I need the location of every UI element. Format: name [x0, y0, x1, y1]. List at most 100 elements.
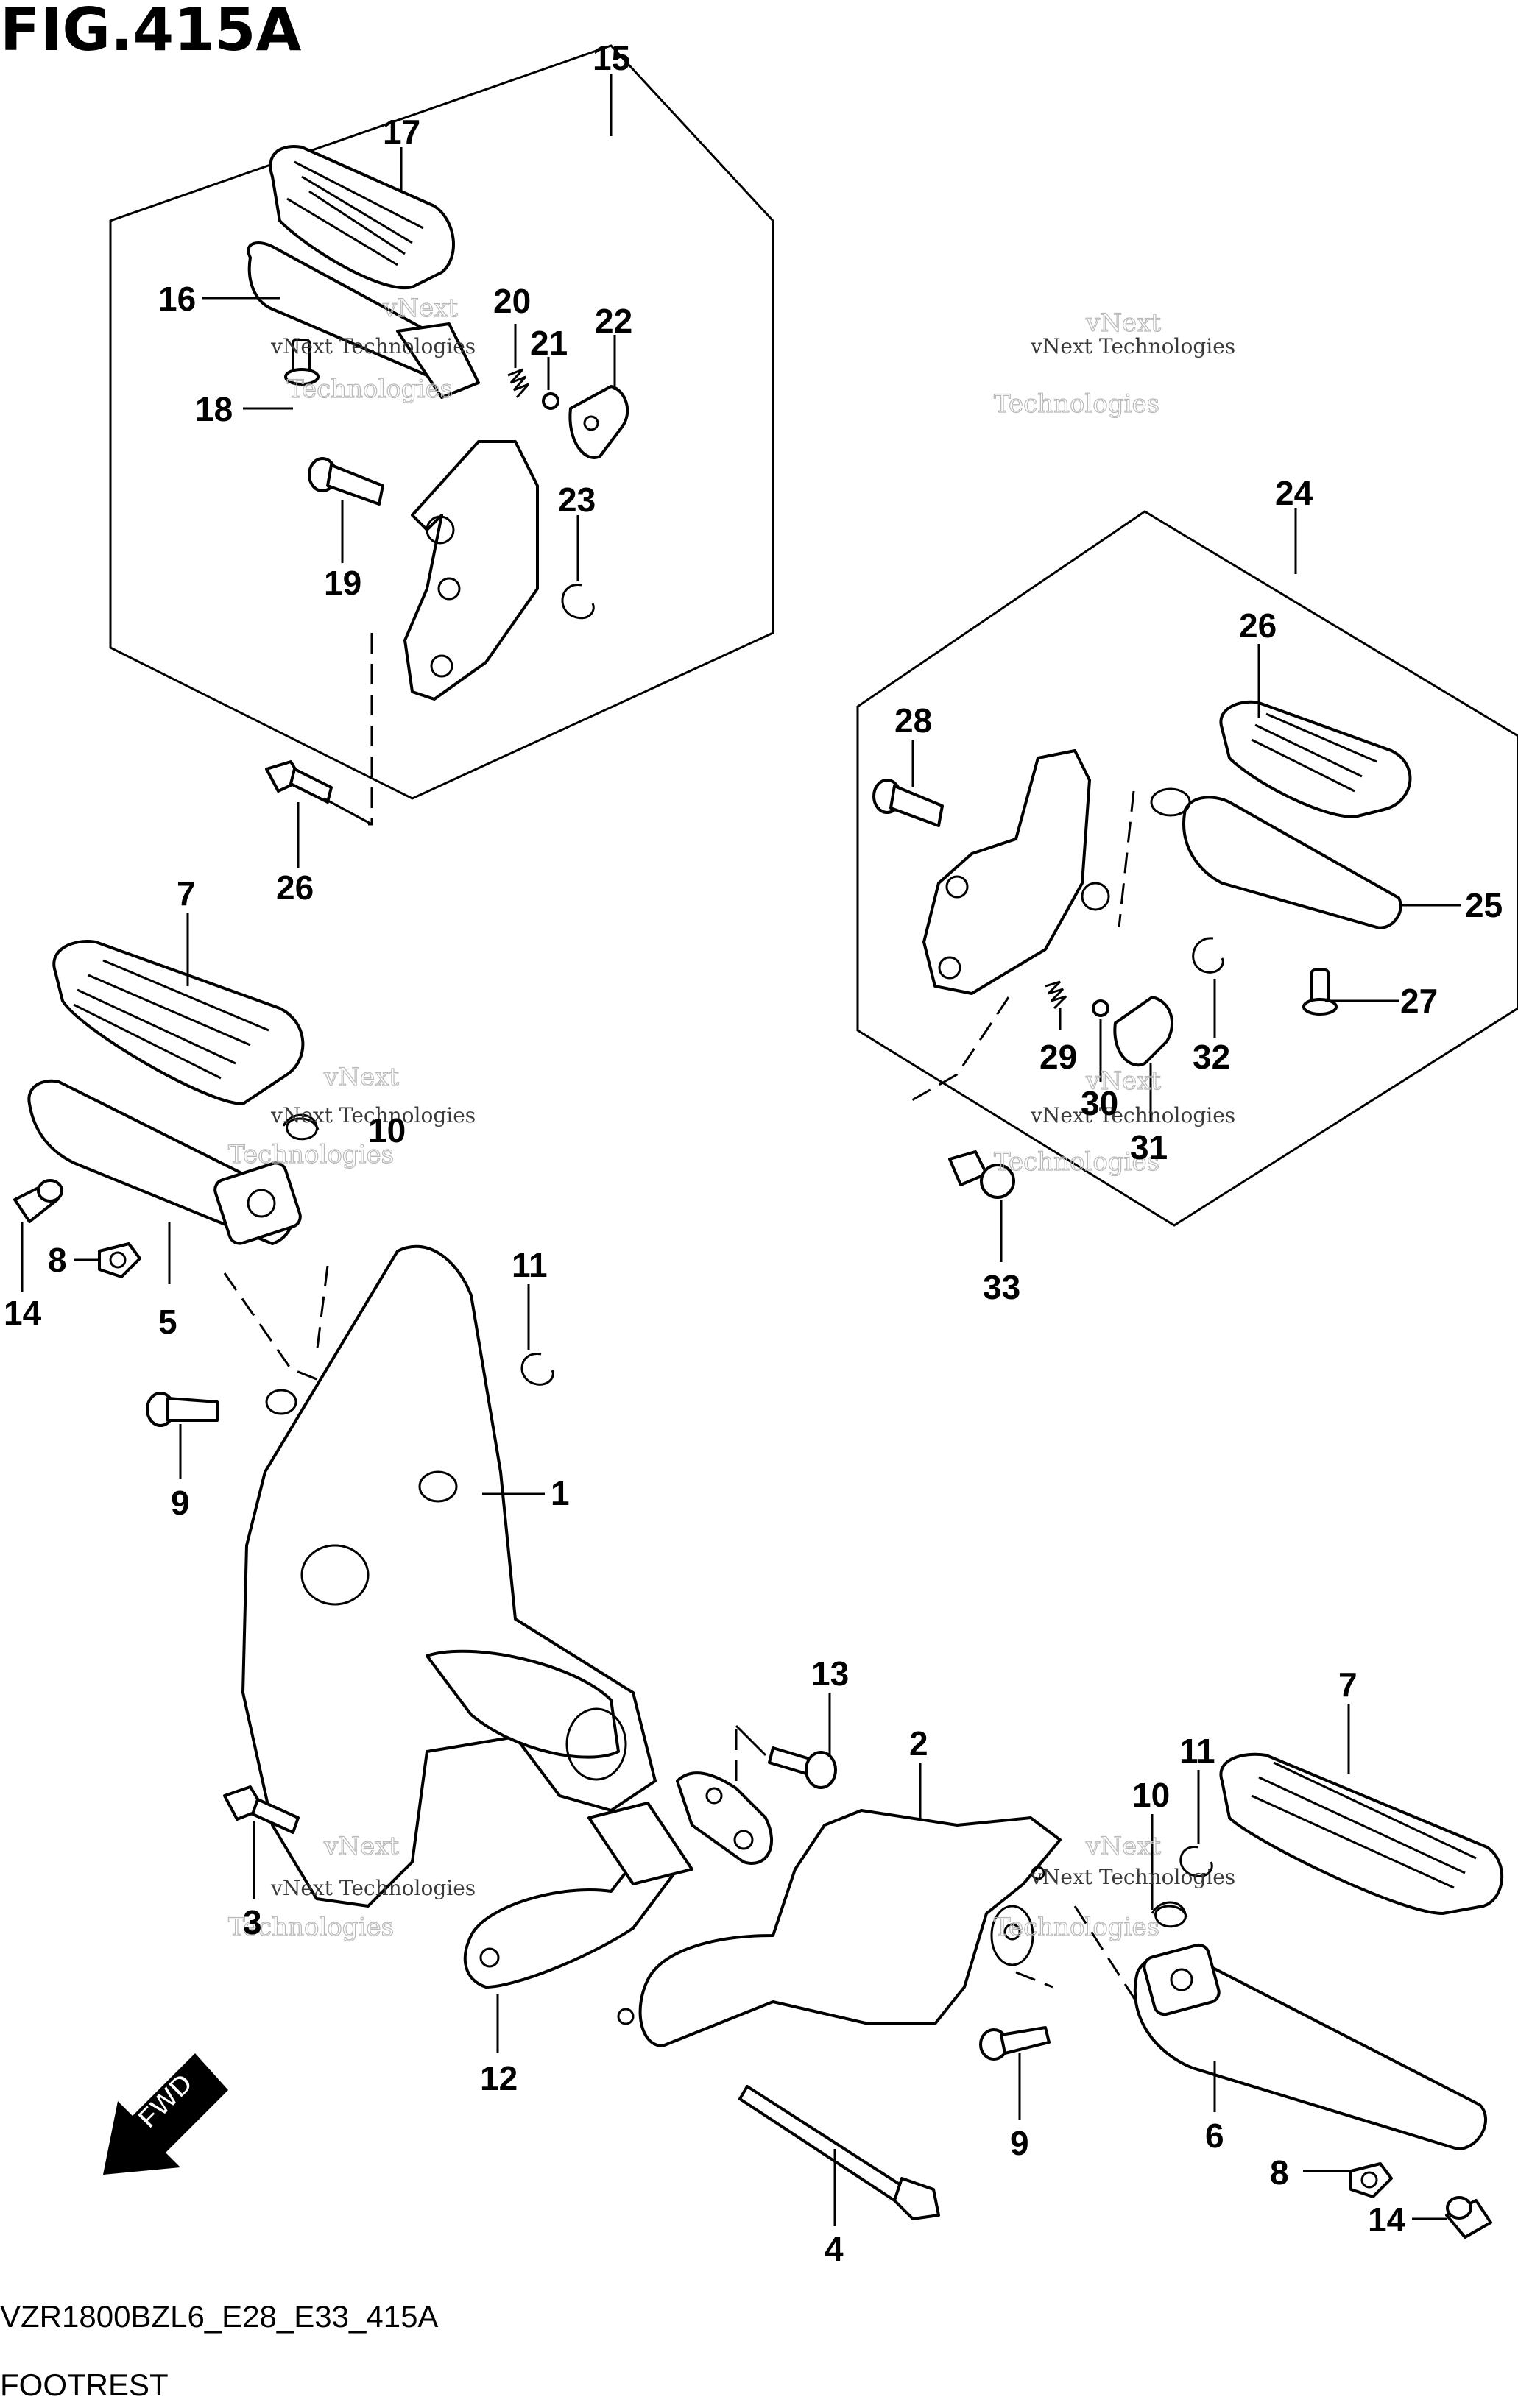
watermark-text: Technologies [994, 389, 1159, 419]
clip-11b [1179, 1846, 1213, 1877]
callout-29: 29 [1039, 1038, 1077, 1076]
footpeg-25 [1182, 796, 1402, 929]
pin-28 [872, 779, 944, 827]
callout-31: 31 [1130, 1128, 1168, 1166]
footpeg-rubber-17 [269, 145, 455, 290]
callout-22: 22 [595, 302, 632, 340]
nut-8a [98, 1242, 141, 1278]
callout-30: 30 [1081, 1084, 1118, 1122]
callout-23: 23 [558, 481, 596, 519]
callout-11a: 11 [512, 1246, 548, 1284]
main-bracket-1 [241, 1244, 657, 1908]
callout-19: 19 [324, 564, 361, 602]
callout-labels: 15 17 16 20 21 22 18 23 19 26 24 26 28 2… [4, 39, 1503, 2268]
bolt-26a [265, 760, 333, 804]
stopper-14b [1445, 2196, 1492, 2239]
forward-direction-arrow: FWD [103, 2053, 228, 2175]
watermark-text: vNext [1085, 1066, 1161, 1096]
callout-14b: 14 [1368, 2200, 1406, 2239]
footpeg-bracket-24 [922, 749, 1091, 995]
footpeg-bracket [403, 440, 539, 701]
bolt-13 [768, 1746, 837, 1789]
bolt-33 [948, 1150, 1015, 1199]
watermark-text: vNext Technologies [1030, 1865, 1235, 1889]
watermark-text: Technologies [994, 1913, 1159, 1942]
pin-19 [308, 457, 384, 506]
callout-9a: 9 [171, 1484, 190, 1522]
figure-title: FIG.415A [0, 0, 301, 64]
callout-7a: 7 [177, 874, 196, 913]
callout-33: 33 [983, 1268, 1020, 1306]
callout-3: 3 [243, 1903, 262, 1941]
watermarks: vNext Technologies vNext Technologies vN… [227, 293, 1235, 1942]
callout-25: 25 [1465, 886, 1503, 924]
callout-6: 6 [1205, 2117, 1224, 2155]
callout-9b: 9 [1010, 2124, 1029, 2162]
watermark-text: Technologies [994, 1147, 1159, 1177]
watermark-text: vNext Technologies [270, 1103, 476, 1127]
callout-28: 28 [894, 701, 932, 740]
ball-30 [1092, 999, 1109, 1017]
callout-15: 15 [593, 39, 630, 77]
footpeg-rubber-7a [52, 940, 305, 1105]
bolt-27 [1302, 968, 1338, 1016]
callout-2: 2 [909, 1724, 928, 1763]
watermark-text: vNext Technologies [270, 1876, 476, 1900]
watermark-text: Technologies [287, 375, 453, 404]
callout-1: 1 [551, 1474, 570, 1512]
leaders-group-15 [202, 74, 616, 868]
leaders-group-24 [911, 508, 1461, 1262]
bolt-4 [738, 2085, 940, 2220]
callout-27: 27 [1400, 982, 1438, 1020]
bracket-12 [463, 1824, 679, 1989]
spring-10b [1151, 1901, 1188, 1928]
clip-11a [520, 1353, 554, 1386]
bolt-18 [284, 339, 320, 386]
watermark-text: vNext [1085, 1832, 1161, 1861]
footpeg-rubber-26b [1219, 700, 1412, 818]
callout-13: 13 [811, 1654, 849, 1693]
bottom-center-group [463, 1724, 1143, 2220]
watermark-text: vNext Technologies [1030, 1103, 1235, 1127]
model-code: VZR1800BZL6_E28_E33_415A [0, 2299, 438, 2334]
watermark-text: vNext [382, 294, 458, 323]
callout-20: 20 [493, 282, 531, 320]
callout-18: 18 [195, 390, 233, 428]
leaders-right-group [1151, 1704, 1447, 2220]
callout-10b: 10 [1132, 1776, 1170, 1814]
callout-26b: 26 [1239, 606, 1277, 645]
callout-16: 16 [158, 280, 196, 318]
callout-32: 32 [1193, 1038, 1230, 1076]
watermark-text: vNext Technologies [270, 334, 476, 358]
bolt-3 [223, 1785, 300, 1834]
callout-5: 5 [158, 1303, 177, 1341]
callout-24: 24 [1275, 474, 1313, 512]
assembly-15-hexagon [109, 44, 774, 826]
ball-21 [542, 392, 559, 410]
watermark-text: Technologies [228, 1140, 394, 1169]
pin-9b [979, 2026, 1051, 2061]
stopper-14a [13, 1179, 63, 1223]
clip-23 [561, 584, 595, 620]
watermark-text: vNext [1085, 308, 1161, 338]
callout-17: 17 [383, 113, 420, 151]
right-footpeg-group [1133, 1752, 1504, 2239]
callout-21: 21 [530, 324, 568, 362]
leaders-bottom-center [496, 1693, 1021, 2226]
watermark-text: vNext [323, 1832, 399, 1861]
callout-7b: 7 [1338, 1665, 1358, 1704]
callout-26a: 26 [276, 868, 314, 907]
spring-29 [1045, 980, 1067, 1010]
watermark-text: Technologies [228, 1913, 394, 1942]
pin-9a [146, 1392, 219, 1427]
spring-20 [507, 368, 530, 398]
callout-8a: 8 [48, 1241, 67, 1279]
lower-bracket-2 [638, 1809, 1062, 2047]
watermark-text: vNext Technologies [1030, 334, 1235, 358]
figure-caption: FOOTREST [0, 2368, 169, 2402]
callout-4: 4 [825, 2230, 844, 2268]
callout-14a: 14 [4, 1294, 42, 1332]
footpeg-rubber-7b [1219, 1752, 1504, 1915]
leaders-left-group [21, 913, 545, 1899]
